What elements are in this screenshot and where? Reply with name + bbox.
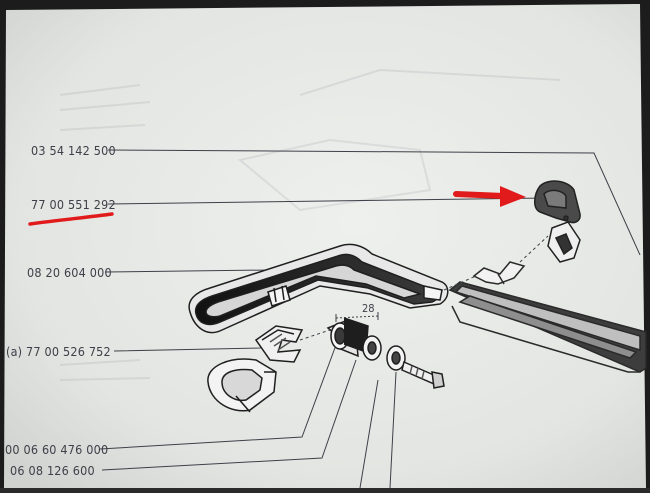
paper-sheet — [4, 4, 646, 488]
dimension-label: 28 — [362, 302, 375, 315]
leader-lines — [99, 149, 641, 489]
highlight-underline — [28, 212, 114, 226]
dimension-marker — [335, 312, 379, 322]
u-bracket-part — [254, 325, 304, 363]
right-arrow-icon — [453, 186, 526, 207]
part-number-4: (a) 77 00 526 752 — [6, 344, 111, 359]
handle-part — [188, 243, 449, 334]
part-number-1: 03 54 142 500 — [31, 143, 116, 158]
strap-loop-part — [207, 358, 277, 413]
part-number-5: 00 06 60 476 000 — [5, 442, 109, 457]
rear-clip-part — [534, 180, 581, 263]
part-number-2: 77 00 551 292 — [31, 197, 116, 212]
leader-line-1 — [107, 149, 641, 256]
leader-line-6 — [101, 359, 357, 471]
seat-rail — [448, 281, 647, 373]
leader-line-5 — [99, 344, 337, 450]
bolt-part — [401, 360, 445, 389]
bracket-clip — [472, 261, 526, 285]
leader-line-2 — [107, 197, 549, 205]
part-number-3: 08 20 604 000 — [27, 265, 112, 280]
leader-line-3 — [104, 269, 271, 273]
washer-part — [362, 335, 406, 371]
bushing-part — [326, 317, 369, 358]
part-number-6: 06 08 126 600 — [10, 463, 95, 478]
